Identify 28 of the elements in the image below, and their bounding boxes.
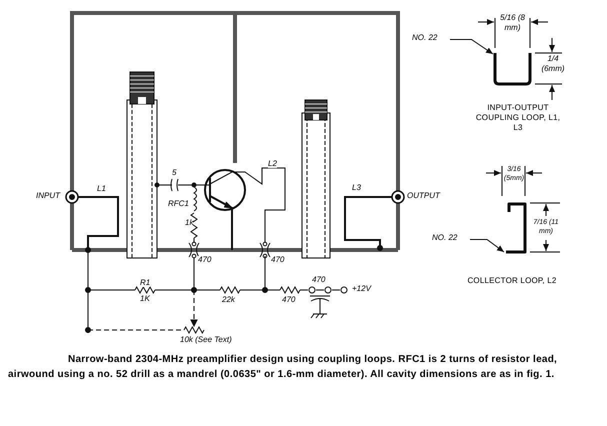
loop-title: COLLECTOR LOOP, L2 xyxy=(466,276,558,286)
component-label: 470 xyxy=(198,256,212,264)
component-label: 22k xyxy=(222,296,235,304)
component-label: RFC1 xyxy=(168,200,189,208)
component-label: 470 xyxy=(282,296,296,304)
component-label: 470 xyxy=(271,256,284,264)
component-label: +12V xyxy=(352,285,371,293)
component-label: INPUT xyxy=(36,192,60,200)
dimension-label: 1/4 (6mm) xyxy=(540,54,566,74)
wire-gauge-label: NO. 22 xyxy=(412,34,438,42)
component-label: 1k xyxy=(185,219,194,227)
figure-caption: Narrow-band 2304-MHz preamplifier design using coupling loops. RFC1 is 2 turns of resistor lead, airwound using a no. 52 drill as a mandrel (0.0635" or 1.6-mm diameter). All cavity dimensions are as in fig. 1. xyxy=(8,353,558,382)
component-label: 470 xyxy=(312,276,326,284)
component-label: 10k (See Text) xyxy=(180,336,232,344)
loop-title: INPUT-OUTPUT COUPLING LOOP, L1, L3 xyxy=(474,103,562,133)
dimension-label: 5/16 (8 mm) xyxy=(500,13,525,33)
component-label: 1K xyxy=(140,295,150,303)
wire-loop xyxy=(506,202,526,254)
component-label: L2 xyxy=(268,160,277,168)
component-label: R1 xyxy=(140,279,150,287)
leader-line xyxy=(470,239,504,252)
component-label: 5 xyxy=(172,169,176,177)
wire-loop xyxy=(494,53,532,86)
component-label: L1 xyxy=(97,185,106,193)
leader-line xyxy=(450,39,494,54)
component-label: L3 xyxy=(352,184,361,192)
component-label: OUTPUT xyxy=(407,192,440,200)
wire-gauge-label: NO. 22 xyxy=(432,234,458,242)
